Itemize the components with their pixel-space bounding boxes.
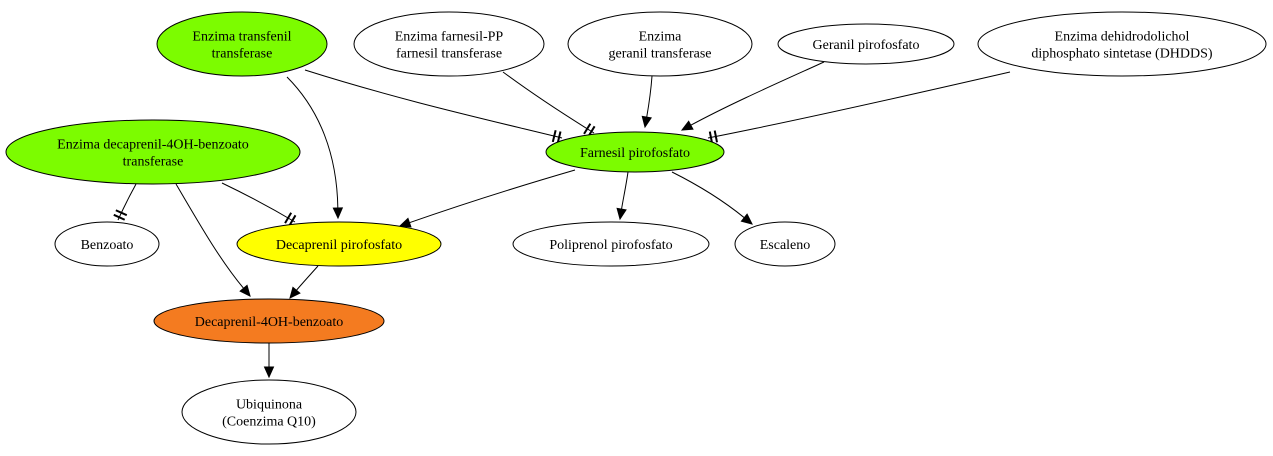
tee-mark bbox=[556, 131, 562, 144]
node-shape bbox=[353, 11, 545, 77]
arrow-head bbox=[263, 366, 275, 379]
edge-line bbox=[175, 183, 244, 289]
node-poliprenol-pirofosfato: Poliprenol pirofosfato bbox=[512, 221, 710, 267]
tee-mark bbox=[713, 130, 718, 143]
node-label: (Coenzima Q10) bbox=[222, 415, 316, 430]
tee-mark bbox=[551, 130, 557, 143]
node-label: Farnesil pirofosfato bbox=[580, 146, 690, 161]
node-label: Decaprenil-4OH-benzoato bbox=[195, 315, 343, 330]
node-label: Benzoato bbox=[81, 238, 134, 253]
node-label: farnesil transferase bbox=[396, 47, 502, 62]
node-label: Enzima decaprenil-4OH-benzoato bbox=[57, 138, 249, 153]
edge-enzima-decaprenil-to-decaprenil-4oh-benzoato bbox=[175, 183, 251, 297]
node-label: Geranil pirofosfato bbox=[813, 38, 920, 53]
edge-line bbox=[296, 265, 319, 291]
node-decaprenil-4oh-benzoato: Decaprenil-4OH-benzoato bbox=[153, 298, 385, 344]
node-shape bbox=[512, 221, 710, 267]
node-label: Poliprenol pirofosfato bbox=[549, 238, 672, 253]
node-escaleno: Escaleno bbox=[734, 221, 836, 267]
node-shape bbox=[181, 379, 357, 445]
nodes-layer: Enzima transfenil transferase Enzima farne… bbox=[5, 11, 1267, 445]
edge-line bbox=[502, 71, 595, 134]
node-farnesil-pirofosfato: Farnesil pirofosfato bbox=[545, 131, 725, 173]
node-shape bbox=[734, 221, 836, 267]
node-shape bbox=[156, 11, 328, 77]
edge-farnesil-pirofosfato-to-poliprenol-pirofosfato bbox=[616, 171, 629, 221]
edge-enzima-dhdds-to-farnesil-pirofosfato bbox=[707, 71, 1011, 144]
node-ubiquinona: Ubiquinona (Coenzima Q10) bbox=[181, 379, 357, 445]
edge-enzima-geranil-to-farnesil-pirofosfato bbox=[641, 75, 653, 129]
edge-line bbox=[621, 171, 629, 210]
arrow-head bbox=[616, 207, 627, 221]
edge-enzima-transfenil-to-decaprenil-pirofosfato bbox=[286, 76, 344, 220]
edge-farnesil-pirofosfato-to-decaprenil-pirofosfato bbox=[398, 169, 576, 228]
tee-mark bbox=[284, 212, 293, 224]
node-label: Enzima farnesil-PP bbox=[395, 30, 504, 45]
edge-line bbox=[671, 171, 745, 219]
node-shape bbox=[153, 298, 385, 344]
edge-line bbox=[304, 69, 563, 139]
edge-geranil-pirofosfato-to-farnesil-pirofosfato bbox=[680, 61, 825, 131]
arrow-head bbox=[239, 284, 251, 297]
node-label: Enzima dehidrodolichol bbox=[1055, 30, 1190, 45]
node-shape bbox=[777, 23, 955, 65]
node-label: Enzima bbox=[639, 30, 683, 45]
edge-enzima-decaprenil-to-decaprenil-pirofosfato bbox=[221, 182, 297, 227]
edge-enzima-decaprenil-to-benzoato bbox=[113, 183, 137, 221]
node-enzima-farnesil-pp: Enzima farnesil-PP farnesil transferase bbox=[353, 11, 545, 77]
node-label: Decaprenil pirofosfato bbox=[276, 238, 402, 253]
node-shape bbox=[5, 119, 301, 185]
node-geranil-pirofosfato: Geranil pirofosfato bbox=[777, 23, 955, 65]
node-enzima-transfenil: Enzima transfenil transferase bbox=[156, 11, 328, 77]
node-shape bbox=[977, 11, 1267, 77]
node-label: Ubiquinona bbox=[236, 398, 303, 413]
node-label: geranil transferase bbox=[609, 47, 712, 62]
edge-decaprenil-4oh-benzoato-to-ubiquinona bbox=[263, 343, 275, 379]
arrow-head bbox=[398, 217, 412, 228]
node-enzima-dhdds: Enzima dehidrodolichol diphosphato sintet… bbox=[977, 11, 1267, 77]
edge-line bbox=[646, 75, 653, 118]
tee-mark bbox=[113, 213, 126, 221]
edges-layer bbox=[113, 61, 1011, 379]
tee-mark bbox=[288, 214, 297, 227]
edge-line bbox=[286, 76, 339, 209]
tee-mark bbox=[583, 123, 592, 135]
node-enzima-decaprenil: Enzima decaprenil-4OH-benzoato transferas… bbox=[5, 119, 301, 185]
edge-line bbox=[707, 71, 1011, 139]
node-benzoato: Benzoato bbox=[54, 221, 160, 267]
tee-mark bbox=[115, 209, 128, 217]
node-shape bbox=[54, 221, 160, 267]
node-label: transferase bbox=[123, 155, 184, 170]
node-shape bbox=[236, 221, 442, 267]
arrow-head bbox=[332, 207, 344, 220]
node-shape bbox=[567, 11, 753, 77]
node-label: Enzima transfenil bbox=[192, 30, 291, 45]
edge-line bbox=[409, 169, 576, 224]
arrow-head bbox=[680, 120, 694, 131]
arrow-head bbox=[289, 286, 301, 299]
arrow-head bbox=[740, 213, 753, 225]
node-decaprenil-pirofosfato: Decaprenil pirofosfato bbox=[236, 221, 442, 267]
edge-line bbox=[690, 61, 825, 126]
arrow-head bbox=[641, 115, 652, 129]
node-label: transferase bbox=[212, 47, 273, 62]
edge-farnesil-pirofosfato-to-escaleno bbox=[671, 171, 753, 225]
edge-line bbox=[117, 183, 137, 221]
node-label: Escaleno bbox=[760, 238, 811, 253]
node-shape bbox=[545, 131, 725, 173]
edge-line bbox=[221, 182, 296, 223]
node-label: diphosphato sintetase (DHDDS) bbox=[1031, 47, 1213, 62]
node-enzima-geranil: Enzima geranil transferase bbox=[567, 11, 753, 77]
edge-decaprenil-pirofosfato-to-decaprenil-4oh-benzoato bbox=[289, 265, 319, 299]
edge-enzima-transfenil-to-farnesil-pirofosfato bbox=[304, 69, 563, 144]
